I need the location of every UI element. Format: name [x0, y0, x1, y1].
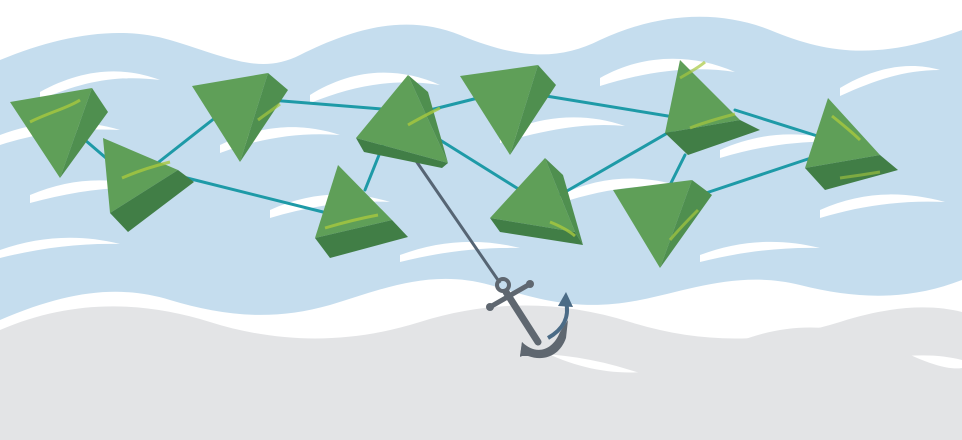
- floating-network-illustration: [0, 0, 962, 440]
- illustration-stage: [0, 0, 962, 440]
